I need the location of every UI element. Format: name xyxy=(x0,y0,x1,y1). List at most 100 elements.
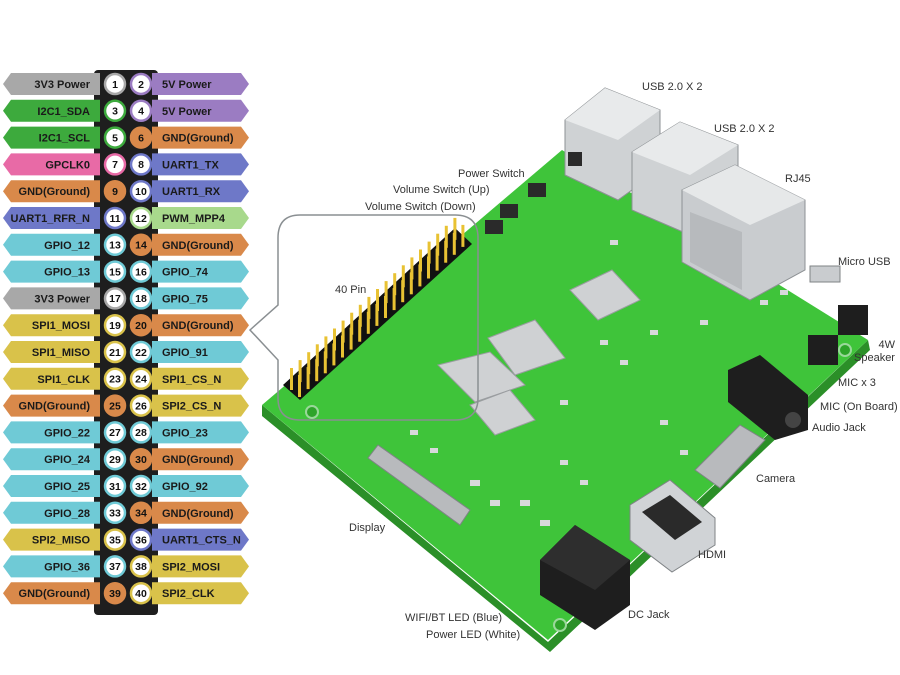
header-pin xyxy=(436,233,440,256)
header-pin xyxy=(376,289,379,311)
label-volume-down: Volume Switch (Down) xyxy=(365,201,476,213)
pin-number-9: 9 xyxy=(112,186,118,198)
pin-tag-15 xyxy=(3,260,100,283)
pin-label-35: SPI2_MISO xyxy=(32,535,91,547)
soc-chip xyxy=(437,351,526,403)
pin-tag-17 xyxy=(3,287,100,310)
pin-label-23: SPI1_CLK xyxy=(37,374,90,386)
pin-tag-16 xyxy=(152,260,249,283)
pin-circle-16 xyxy=(129,260,153,283)
header-pin xyxy=(324,336,328,359)
speaker-connector xyxy=(838,305,868,335)
pin-circle-21 xyxy=(103,340,127,364)
header-pin xyxy=(350,312,354,335)
header-pin xyxy=(384,296,387,318)
header-pin xyxy=(341,320,345,343)
pin-number-6: 6 xyxy=(138,132,144,144)
pin-label-11: UART1_RFR_N xyxy=(11,213,91,225)
pin-label-7: GPCLK0 xyxy=(45,159,90,171)
header-pin xyxy=(315,344,319,367)
pin-number-16: 16 xyxy=(135,266,147,278)
pin-number-30: 30 xyxy=(135,454,147,466)
pin-label-16: GPIO_74 xyxy=(162,267,209,279)
pin-tag-12 xyxy=(152,207,249,229)
pin-tag-3 xyxy=(3,99,100,122)
pin-number-10: 10 xyxy=(135,186,147,198)
micro-usb-connector xyxy=(809,265,841,283)
pin-label-20: GND(Ground) xyxy=(162,320,234,332)
pin-number-33: 33 xyxy=(109,508,121,520)
pin-label-24: SPI1_CS_N xyxy=(162,374,221,386)
pin-label-19: SPI1_MOSI xyxy=(32,320,90,332)
pin-tag-25 xyxy=(3,394,100,417)
pin-number-29: 29 xyxy=(109,454,121,466)
pin-circle-14 xyxy=(129,233,153,257)
pin-tag-36 xyxy=(152,528,249,551)
pin-tag-31 xyxy=(3,475,100,497)
header-pin xyxy=(306,367,310,390)
pin-tag-19 xyxy=(3,314,100,337)
pin-number-24: 24 xyxy=(135,374,147,386)
pin-label-9: GND(Ground) xyxy=(19,186,91,198)
header-pin xyxy=(393,273,397,296)
pin-circle-6 xyxy=(129,126,153,149)
pin-circle-2 xyxy=(129,72,153,96)
pin-label-27: GPIO_22 xyxy=(44,427,90,439)
pin-tag-8 xyxy=(152,153,249,176)
pin-circle-4 xyxy=(129,99,153,123)
dc-jack xyxy=(540,525,630,630)
pin-tag-39 xyxy=(3,582,100,605)
header-pin xyxy=(427,256,430,279)
pin-number-15: 15 xyxy=(109,266,121,278)
pin-tag-13 xyxy=(3,233,100,256)
pin-number-7: 7 xyxy=(112,159,118,171)
pin-label-33: GPIO_28 xyxy=(44,508,90,520)
header-pin xyxy=(384,281,388,304)
header-pin xyxy=(358,304,362,327)
pin-label-29: GPIO_24 xyxy=(44,454,91,466)
header-pin xyxy=(323,351,327,374)
pin-label-8: UART1_TX xyxy=(162,159,220,171)
pin-circle-18 xyxy=(129,287,153,310)
label-rj45: RJ45 xyxy=(785,173,811,185)
pin-tag-7 xyxy=(3,153,100,176)
pin-circle-22 xyxy=(129,340,153,364)
pin-number-28: 28 xyxy=(135,427,147,439)
header-pin xyxy=(401,280,405,303)
header-pin xyxy=(452,232,456,255)
pin-circle-13 xyxy=(103,233,127,257)
label-mic-onboard: MIC (On Board) xyxy=(820,401,898,413)
pin-number-25: 25 xyxy=(109,400,121,412)
pin-number-26: 26 xyxy=(135,400,147,412)
pin-circle-30 xyxy=(129,447,153,471)
volume-up-switch xyxy=(500,204,518,218)
pin-tag-30 xyxy=(152,448,249,471)
header-pin xyxy=(427,241,431,264)
pin-tag-23 xyxy=(3,367,100,390)
header-pin xyxy=(332,343,336,366)
pin-number-14: 14 xyxy=(135,240,147,252)
header-pin xyxy=(410,257,414,280)
pin-circle-26 xyxy=(129,394,153,417)
pin-number-19: 19 xyxy=(109,320,121,332)
header-pin xyxy=(367,296,371,319)
pin-number-20: 20 xyxy=(135,320,147,332)
header-pin xyxy=(375,303,379,326)
pin-label-10: UART1_RX xyxy=(162,186,221,198)
pin-circle-24 xyxy=(129,367,153,391)
pin-tag-37 xyxy=(3,555,100,578)
pin-circle-15 xyxy=(103,260,127,283)
label-mic-x3: MIC x 3 xyxy=(838,377,876,389)
pin-tag-2 xyxy=(152,73,249,95)
header-callout-box xyxy=(248,214,479,421)
pin-label-18: GPIO_75 xyxy=(162,293,208,305)
header-pin xyxy=(333,328,336,351)
pin-number-31: 31 xyxy=(109,481,121,493)
pin-label-15: GPIO_13 xyxy=(44,267,90,279)
header-pin xyxy=(298,375,301,397)
pin-circle-32 xyxy=(129,474,153,498)
pin-number-36: 36 xyxy=(135,534,147,546)
pin-tag-29 xyxy=(3,448,100,471)
header-pin xyxy=(409,272,413,295)
pin-circle-36 xyxy=(129,528,153,551)
